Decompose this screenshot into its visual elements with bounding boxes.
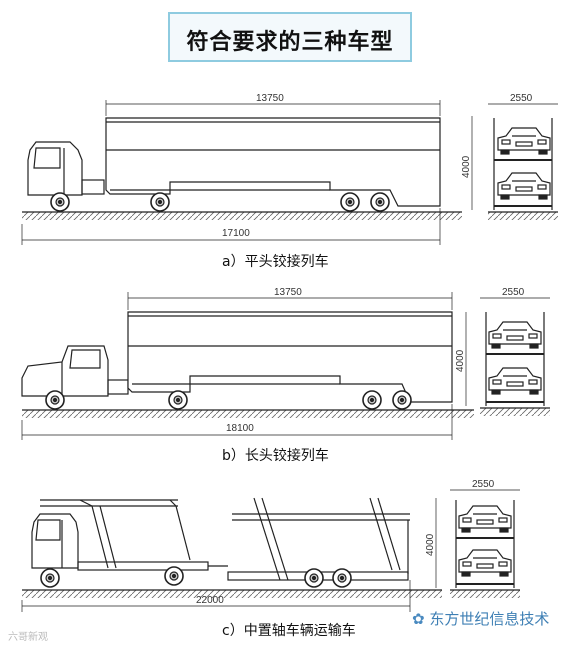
page-title: 符合要求的三种车型 [186,30,394,55]
dim-a-width: 2550 [510,93,533,104]
dim-b-trailer-length: 13750 [274,287,302,298]
dim-a-trailer-length: 13750 [256,93,284,104]
dim-c-total-length: 22000 [196,595,224,606]
dim-b-width: 2550 [502,287,525,298]
dim-c-width: 2550 [472,479,495,490]
dim-a-total-length: 17100 [222,228,250,239]
dim-b-total-length: 18100 [226,423,254,434]
dim-b-height: 4000 [455,349,466,372]
title-box: 符合要求的三种车型 [168,12,412,62]
diagram-b-rear-view [465,297,550,416]
diagram-a-side-view [21,100,462,245]
caption-c: c）中置轴车辆运输车 [222,623,356,639]
dim-c-height: 4000 [425,533,436,556]
watermark-text: ✿ 东方世纪信息技术 [412,610,550,628]
dim-a-height: 4000 [461,155,472,178]
caption-a: a）平头铰接列车 [222,254,329,270]
diagram-a-rear-view [471,103,558,220]
diagram-c-side-view [21,497,442,612]
caption-b: b）长头铰接列车 [222,448,329,464]
source-logo: 六哥新观 [8,632,48,643]
diagram-c-rear-view [435,489,520,598]
watermark-icon: ✿ [412,610,425,628]
diagram-b-side-view [21,292,474,440]
